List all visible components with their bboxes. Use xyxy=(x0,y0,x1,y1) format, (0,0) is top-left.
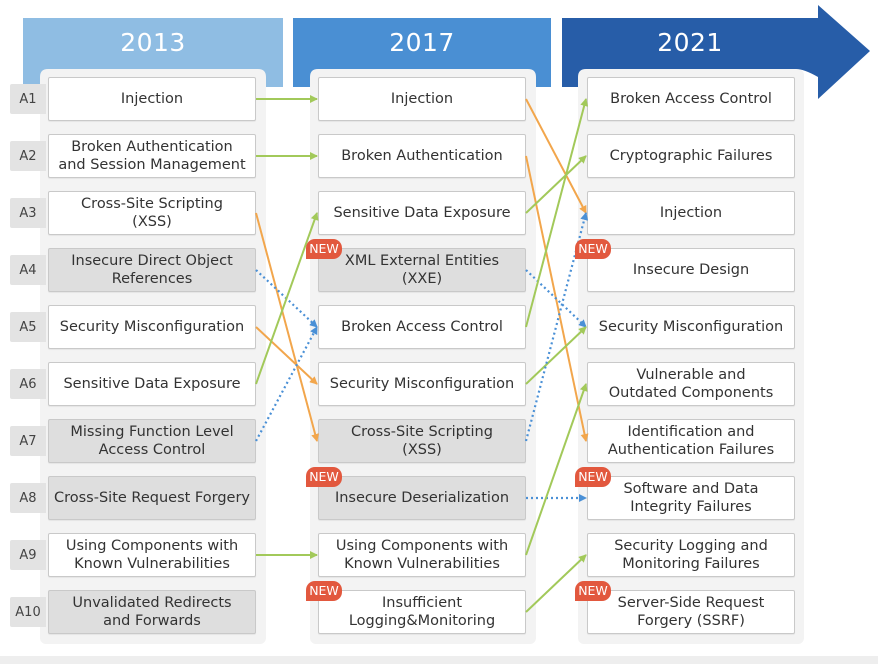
box-2017-broken-access-control: Broken Access Control xyxy=(318,305,526,349)
box-label: Injection xyxy=(120,91,184,107)
box-2021-insecure-design: Insecure Design xyxy=(587,248,795,292)
box-2021-software-and-data-integrity-failures: Software and Data Integrity Failures xyxy=(587,476,795,520)
box-2013-cross-site-scripting-xss: Cross-Site Scripting (XSS) xyxy=(48,191,256,235)
box-2017-cross-site-scripting-xss: Cross-Site Scripting (XSS) xyxy=(318,419,526,463)
box-label: Cross-Site Request Forgery xyxy=(53,490,250,506)
box-2021-cryptographic-failures: Cryptographic Failures xyxy=(587,134,795,178)
rank-label: A7 xyxy=(10,426,46,456)
box-label: Insecure Direct Object References xyxy=(71,253,233,287)
bottom-band xyxy=(0,656,878,664)
box-label: Broken Access Control xyxy=(610,91,772,107)
box-label: Broken Access Control xyxy=(341,319,503,335)
box-label: Using Components with Known Vulnerabilit… xyxy=(65,538,239,572)
box-2013-cross-site-request-forgery: Cross-Site Request Forgery xyxy=(48,476,256,520)
box-label: Insufficient Logging&Monitoring xyxy=(348,595,496,629)
box-2013-insecure-direct-object-references: Insecure Direct Object References xyxy=(48,248,256,292)
box-2013-using-components-with-known-vulnerabilities: Using Components with Known Vulnerabilit… xyxy=(48,533,256,577)
box-label: Unvalidated Redirects and Forwards xyxy=(72,595,232,629)
header-2021: 2021 xyxy=(562,18,818,88)
header-2017-shape xyxy=(293,18,551,87)
year-2021-label: 2021 xyxy=(657,28,723,57)
box-2013-broken-authentication-and-session-management: Broken Authentication and Session Manage… xyxy=(48,134,256,178)
box-2013-unvalidated-redirects-and-forwards: Unvalidated Redirects and Forwards xyxy=(48,590,256,634)
box-label: Insecure Deserialization xyxy=(334,490,510,506)
box-2017-using-components-with-known-vulnerabilities: Using Components with Known Vulnerabilit… xyxy=(318,533,526,577)
rank-label: A4 xyxy=(10,255,46,285)
box-2017-insecure-deserialization: Insecure Deserialization xyxy=(318,476,526,520)
box-label: XML External Entities (XXE) xyxy=(344,253,500,287)
box-label: Broken Authentication and Session Manage… xyxy=(58,139,246,173)
box-2021-security-misconfiguration: Security Misconfiguration xyxy=(587,305,795,349)
rank-label: A10 xyxy=(10,597,46,627)
box-2021-injection: Injection xyxy=(587,191,795,235)
box-label: Identification and Authentication Failur… xyxy=(607,424,775,458)
header-2013-shape xyxy=(23,18,283,87)
box-2017-security-misconfiguration: Security Misconfiguration xyxy=(318,362,526,406)
header-2013: 2013 xyxy=(23,18,283,88)
box-label: Injection xyxy=(390,91,454,107)
box-2017-insufficient-logging-monitoring: Insufficient Logging&Monitoring xyxy=(318,590,526,634)
new-badge: NEW xyxy=(306,467,342,487)
header-2017: 2017 xyxy=(293,18,551,88)
box-2021-identification-and-authentication-failures: Identification and Authentication Failur… xyxy=(587,419,795,463)
rank-label: A5 xyxy=(10,312,46,342)
box-label: Vulnerable and Outdated Components xyxy=(608,367,774,401)
box-2017-broken-authentication: Broken Authentication xyxy=(318,134,526,178)
box-2021-vulnerable-and-outdated-components: Vulnerable and Outdated Components xyxy=(587,362,795,406)
year-2017-label: 2017 xyxy=(389,28,455,57)
box-label: Insecure Design xyxy=(632,262,750,278)
rank-label: A8 xyxy=(10,483,46,513)
box-label: Injection xyxy=(659,205,723,221)
box-label: Security Misconfiguration xyxy=(59,319,245,335)
box-label: Sensitive Data Exposure xyxy=(63,376,241,392)
new-badge: NEW xyxy=(306,239,342,259)
header-2021-arrow-shape xyxy=(562,5,870,99)
box-2017-sensitive-data-exposure: Sensitive Data Exposure xyxy=(318,191,526,235)
box-label: Software and Data Integrity Failures xyxy=(623,481,759,515)
box-2017-injection: Injection xyxy=(318,77,526,121)
rank-label: A6 xyxy=(10,369,46,399)
box-label: Security Logging and Monitoring Failures xyxy=(614,538,768,572)
rank-label: A9 xyxy=(10,540,46,570)
box-label: Cryptographic Failures xyxy=(609,148,773,164)
header-shapes xyxy=(23,5,870,99)
new-badge: NEW xyxy=(575,581,611,601)
box-label: Server-Side Request Forgery (SSRF) xyxy=(617,595,765,629)
box-2017-xml-external-entities-xxe: XML External Entities (XXE) xyxy=(318,248,526,292)
box-label: Sensitive Data Exposure xyxy=(333,205,511,221)
box-label: Missing Function Level Access Control xyxy=(70,424,234,458)
new-badge: NEW xyxy=(575,467,611,487)
box-2013-security-misconfiguration: Security Misconfiguration xyxy=(48,305,256,349)
new-badge: NEW xyxy=(306,581,342,601)
rank-label: A2 xyxy=(10,141,46,171)
rank-label: A3 xyxy=(10,198,46,228)
box-2013-injection: Injection xyxy=(48,77,256,121)
box-label: Security Misconfiguration xyxy=(329,376,515,392)
box-label: Cross-Site Scripting (XSS) xyxy=(351,424,493,458)
box-2013-missing-function-level-access-control: Missing Function Level Access Control xyxy=(48,419,256,463)
box-2021-security-logging-and-monitoring-failures: Security Logging and Monitoring Failures xyxy=(587,533,795,577)
rank-label: A1 xyxy=(10,84,46,114)
year-2013-label: 2013 xyxy=(120,28,186,57)
box-label: Cross-Site Scripting (XSS) xyxy=(81,196,223,230)
box-label: Broken Authentication xyxy=(341,148,503,164)
box-label: Using Components with Known Vulnerabilit… xyxy=(335,538,509,572)
box-2021-broken-access-control: Broken Access Control xyxy=(587,77,795,121)
new-badge: NEW xyxy=(575,239,611,259)
box-label: Security Misconfiguration xyxy=(598,319,784,335)
box-2013-sensitive-data-exposure: Sensitive Data Exposure xyxy=(48,362,256,406)
box-2021-server-side-request-forgery-ssrf: Server-Side Request Forgery (SSRF) xyxy=(587,590,795,634)
